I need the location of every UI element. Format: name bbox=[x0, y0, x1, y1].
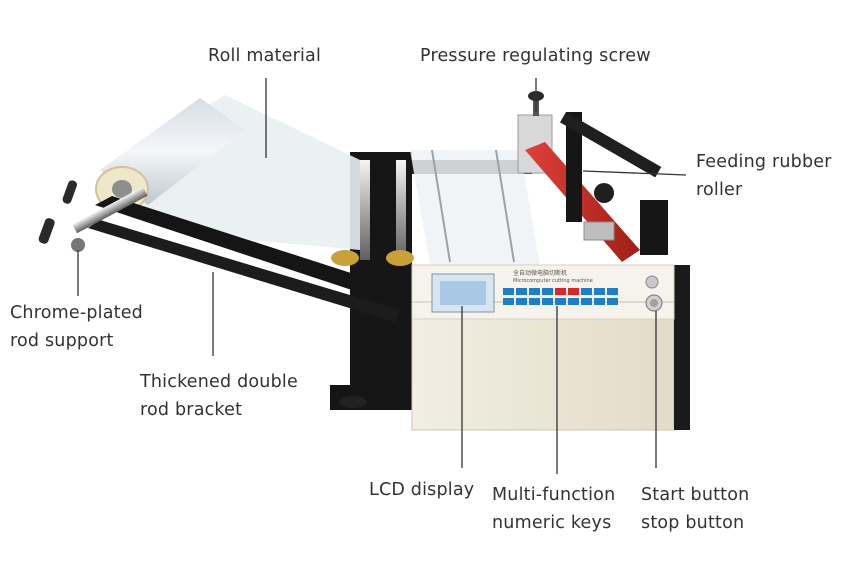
lcd-screen bbox=[440, 281, 486, 305]
keypad-key bbox=[568, 288, 579, 295]
keypad-key bbox=[607, 288, 618, 295]
keypad-key bbox=[581, 288, 592, 295]
keypad-key bbox=[503, 288, 514, 295]
keypad-key bbox=[568, 298, 579, 305]
label-feeding-roller: Feeding rubber roller bbox=[696, 152, 832, 200]
chrome-rod-support bbox=[38, 180, 148, 252]
leader-lines bbox=[77, 78, 687, 474]
label-thickened-bracket: Thickened double rod bracket bbox=[140, 372, 298, 420]
keypad-key bbox=[503, 298, 514, 305]
label-lcd-display: LCD display bbox=[369, 480, 475, 500]
label-pressure-screw: Pressure regulating screw bbox=[420, 46, 651, 66]
label-roll-material: Roll material bbox=[208, 46, 322, 66]
feed-rubber-roller bbox=[525, 142, 640, 262]
keypad-key bbox=[516, 288, 527, 295]
panel-title-cn: 全自动微电脑切断机 bbox=[513, 269, 567, 277]
keypad-key bbox=[542, 288, 553, 295]
guide-roller-cap bbox=[331, 250, 359, 266]
keypad-key bbox=[594, 298, 605, 305]
guide-roller-cap bbox=[386, 250, 414, 266]
label-numeric-keys: Multi-function numeric keys bbox=[492, 485, 616, 533]
keypad-key bbox=[555, 288, 566, 295]
roller-lever-knob bbox=[594, 183, 614, 203]
label-start-stop: Start button stop button bbox=[641, 485, 750, 533]
control-panel: 全自动微电脑切断机 Microcomputer cutting machine bbox=[431, 269, 663, 313]
film-sheet bbox=[410, 150, 540, 265]
numeric-keypad bbox=[503, 288, 618, 305]
double-rod-bracket bbox=[88, 196, 410, 322]
keypad-key bbox=[555, 298, 566, 305]
keypad-key bbox=[529, 298, 540, 305]
keypad-key bbox=[529, 288, 540, 295]
leader-feeding-roller bbox=[582, 170, 687, 176]
keypad-key bbox=[594, 288, 605, 295]
label-chrome-rod: Chrome-plated rod support bbox=[10, 303, 143, 351]
keypad-key bbox=[516, 298, 527, 305]
keypad-key bbox=[607, 298, 618, 305]
keypad-key bbox=[581, 298, 592, 305]
feeding-roller-assembly bbox=[517, 91, 668, 262]
keypad-key bbox=[542, 298, 553, 305]
panel-title-en: Microcomputer cutting machine bbox=[513, 278, 593, 284]
